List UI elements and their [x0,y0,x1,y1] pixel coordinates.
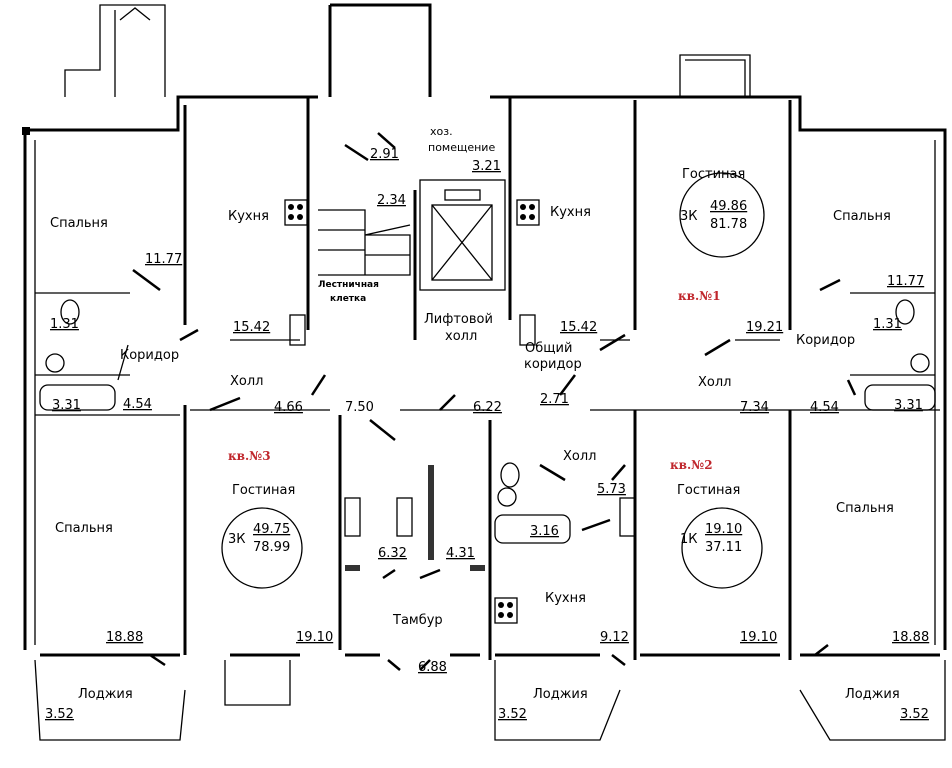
room-label: Тамбур [392,613,443,628]
room-area: 4.54 [123,397,152,412]
room-label: Холл [563,449,596,464]
room-area: 3.52 [498,707,527,722]
room-area: 18.88 [106,630,143,645]
room-area: 4.54 [810,400,839,415]
room-area: 15.42 [560,320,597,335]
room-label: Коридор [796,333,855,348]
room-area: 11.77 [145,252,182,267]
room-area: 3.31 [894,398,923,413]
room-area: 6.32 [378,546,407,561]
room-label: хоз. [430,125,453,138]
room-label: Спальня [836,501,894,516]
room-area: 3.52 [900,707,929,722]
apt3-rooms: 3К [228,532,246,547]
apt1-label: кв.№1 [678,289,721,303]
room-area: 18.88 [892,630,929,645]
room-label: Кухня [228,209,269,224]
apartment-3-badge [221,507,303,589]
apt2-label: кв.№2 [670,458,713,472]
room-label: Коридор [120,348,179,363]
room-area: 9.12 [600,630,629,645]
room-label: Лоджия [78,687,133,702]
room-label: Лоджия [845,687,900,702]
room-label: Лифтовой [424,312,493,327]
room-area: 4.66 [274,400,303,415]
room-area: 2.71 [540,392,569,407]
room-area: 1.31 [873,317,902,332]
apt1-living-area: 49.86 [710,199,747,214]
room-label: помещение [428,141,495,154]
room-label: Спальня [55,521,113,536]
room-label: Гостиная [682,167,745,182]
room-area: 6.88 [418,660,447,675]
apt3-living-area: 49.75 [253,522,290,537]
room-area: 6.22 [473,400,502,415]
apt1-total-area: 81.78 [710,217,747,232]
room-area: 1.31 [50,317,79,332]
room-area: 3.52 [45,707,74,722]
room-label: Холл [698,375,731,390]
apt1-rooms: 3К [680,209,698,224]
room-label: Гостиная [677,483,740,498]
room-area: 15.42 [233,320,270,335]
room-area: 19.10 [296,630,333,645]
room-label: холл [445,329,477,344]
apt3-total-area: 78.99 [253,540,290,555]
apt2-living-area: 19.10 [705,522,742,537]
room-area: 3.21 [472,159,501,174]
room-area: 7.50 [345,400,374,415]
apartment-circles: 3К 49.86 81.78 3К 49.75 78.99 1К 19.10 3… [221,172,765,589]
room-area: 19.21 [746,320,783,335]
room-label: Спальня [833,209,891,224]
room-area: 19.10 [740,630,777,645]
room-area: 2.91 [370,147,399,162]
room-area: 3.31 [52,398,81,413]
room-area: 3.16 [530,524,559,539]
room-area: 7.34 [740,400,769,415]
room-area: 11.77 [887,274,924,289]
room-label: Спальня [50,216,108,231]
apartment-1-badge [679,172,765,258]
room-label: коридор [524,357,582,372]
room-label: Кухня [545,591,586,606]
room-area: 2.34 [377,193,406,208]
apt2-total-area: 37.11 [705,540,742,555]
room-label: Кухня [550,205,591,220]
apt2-rooms: 1К [680,532,698,547]
room-label: Гостиная [232,483,295,498]
room-label: клетка [330,294,366,304]
apartment-2-badge [681,507,763,589]
room-area: 4.31 [446,546,475,561]
room-labels: Спальня 11.77 Кухня 15.42 2.91 хоз. поме… [45,125,929,722]
room-label: Лестничная [318,280,379,290]
room-label: Лоджия [533,687,588,702]
room-label: Общий [525,341,572,356]
apt3-label: кв.№3 [228,449,271,463]
walls [22,3,947,741]
room-area: 5.73 [597,482,626,497]
room-label: Холл [230,374,263,389]
